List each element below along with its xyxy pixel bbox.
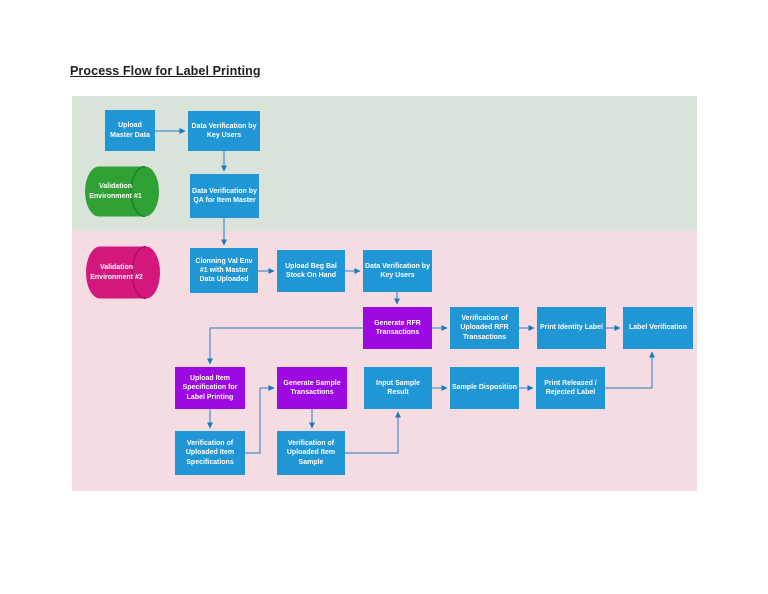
node-generate-sample-transactions: Generate Sample Transactions <box>277 367 347 409</box>
node-data-verification-qa-item-master: Data Verification by QA for Item Master <box>190 174 259 218</box>
node-clonning-val-env: Clonning Val Env #1 with Master Data Upl… <box>190 248 258 293</box>
validation-env-1-label: Validation Environment #1 <box>89 183 142 200</box>
node-data-verification-key-users-2: Data Verification by Key Users <box>363 250 432 292</box>
node-upload-item-specification: Upload Item Specification for Label Prin… <box>175 367 245 409</box>
node-label-verification: Label Verification <box>623 307 693 349</box>
node-print-identity-label: Print Identity Label <box>537 307 606 349</box>
node-verification-uploaded-rfr: Verification of Uploaded RFR Transaction… <box>450 307 519 349</box>
node-upload-master-data: Upload Master Data <box>105 110 155 151</box>
cylinder-shape-green <box>85 166 159 217</box>
validation-env-1-region <box>72 96 697 231</box>
node-verification-uploaded-item-specs: Verification of Uploaded Item Specificat… <box>175 431 245 475</box>
cylinder-shape-magenta <box>86 246 160 299</box>
validation-env-2-label: Validation Environment #2 <box>90 264 143 281</box>
node-verification-uploaded-item-sample: Verification of Uploaded Item Sample <box>277 431 345 475</box>
node-data-verification-key-users-1: Data Verification by Key Users <box>188 111 260 151</box>
page-title: Process Flow for Label Printing <box>70 64 261 78</box>
validation-environment-1-cylinder: Validation Environment #1 <box>84 166 160 217</box>
validation-environment-2-cylinder: Validation Environment #2 <box>85 246 161 299</box>
node-upload-beg-bal: Upload Beg Bal Stock On Hand <box>277 250 345 292</box>
node-generate-rfr-transactions: Generate RFR Transactions <box>363 307 432 349</box>
node-print-released-rejected: Print Released / Rejected Label <box>536 367 605 409</box>
node-sample-disposition: Sample Disposition <box>450 367 519 409</box>
node-input-sample-result: Input Sample Result <box>364 367 432 409</box>
